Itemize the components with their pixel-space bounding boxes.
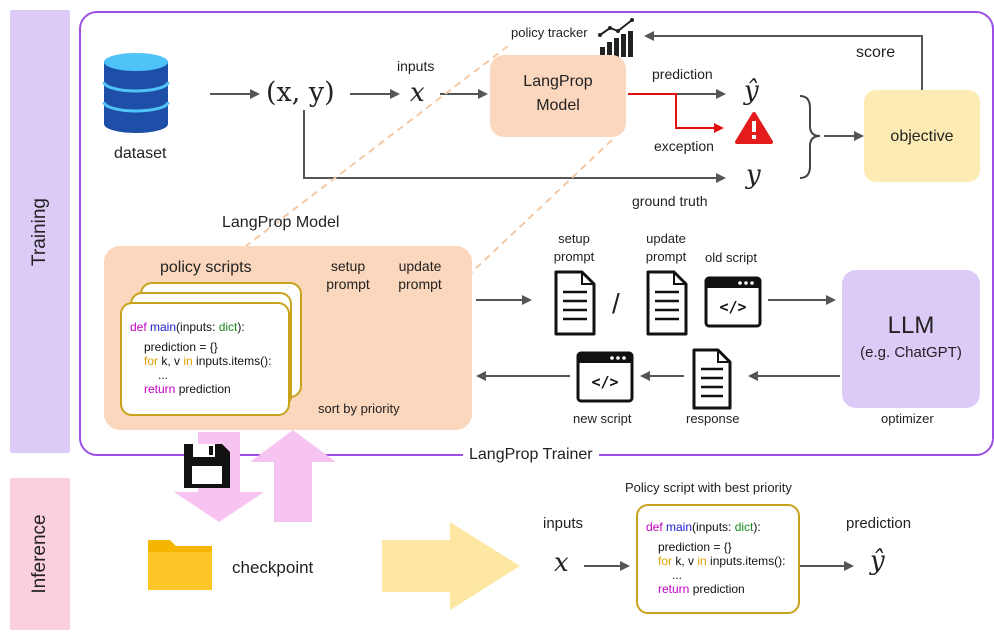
policy-scripts-label: policy scripts — [160, 259, 252, 276]
slash-label: / — [612, 288, 620, 319]
inference-yhat-symbol: ŷ — [870, 546, 885, 576]
load-up-arrow — [250, 430, 336, 522]
opt-setup-prompt-label: setup prompt — [553, 231, 595, 264]
inference-arrow — [382, 522, 520, 610]
inference-x-symbol: x — [554, 548, 569, 578]
arrow-score-tracker — [644, 31, 923, 90]
ground-truth-label: ground truth — [632, 193, 708, 209]
opt-update-prompt-doc-icon — [646, 270, 688, 336]
llm-label: LLM — [887, 312, 935, 339]
script-card-front: def main(inputs: dict): prediction = {} … — [120, 302, 290, 416]
best-code-line-3: for k, v in inputs.items(): — [658, 554, 786, 568]
save-floppy-icon — [184, 444, 230, 488]
prediction-label: prediction — [652, 66, 713, 82]
policy-tracker-chart-icon — [598, 18, 634, 57]
code-line-3: for k, v in inputs.items(): — [144, 354, 272, 368]
arrow-ground-truth — [303, 110, 726, 183]
objective-label: objective — [890, 128, 954, 145]
opt-setup-prompt-doc-icon — [554, 270, 596, 336]
policy-tracker-label: policy tracker — [511, 25, 588, 40]
code-line-2: prediction = {} — [144, 340, 218, 354]
xy-symbol: (x, y) — [266, 77, 335, 108]
code-line-5: return prediction — [144, 382, 231, 396]
checkpoint-label: checkpoint — [232, 558, 314, 577]
response-label: response — [686, 411, 740, 426]
inference-prediction-label: prediction — [846, 515, 912, 532]
svg-text:</>: </> — [591, 373, 618, 391]
svg-text:</>: </> — [719, 298, 746, 316]
exception-label: exception — [654, 138, 714, 154]
warning-icon — [735, 112, 773, 144]
response-doc-icon — [692, 348, 732, 410]
best-code-line-2: prediction = {} — [658, 540, 732, 554]
model-box-title: LangProp Model — [222, 214, 340, 231]
llm-node — [842, 270, 980, 408]
checkpoint-folder-icon — [148, 540, 212, 590]
llm-sub-label: (e.g. ChatGPT) — [860, 344, 962, 361]
best-script-card: def main(inputs: dict): prediction = {} … — [636, 504, 800, 614]
code-line-4: ... — [158, 368, 169, 382]
best-code-line-4: ... — [672, 568, 683, 582]
best-code-line-5: return prediction — [658, 582, 745, 596]
inputs-label: inputs — [397, 58, 435, 74]
trainer-label: LangProp Trainer — [463, 446, 599, 464]
sort-by-priority-label: sort by priority — [318, 401, 400, 416]
langprop-model-label: LangProp Model — [523, 73, 593, 114]
zoom-line-left — [245, 45, 509, 247]
optimizer-label: optimizer — [881, 411, 934, 426]
script-code: def main(inputs: dict): — [130, 320, 245, 334]
arrow-exception — [628, 93, 724, 133]
x-symbol: x — [410, 78, 425, 108]
database-icon — [102, 53, 170, 133]
new-script-label: new script — [573, 411, 632, 426]
brace — [799, 95, 821, 179]
score-label: score — [856, 44, 896, 61]
langprop-model-node — [490, 55, 626, 137]
training-band: Training — [10, 10, 70, 453]
objective-node — [864, 90, 980, 182]
opt-update-prompt-label: update prompt — [645, 231, 687, 264]
model-setup-prompt-label: setup prompt — [326, 258, 370, 292]
best-script-title: Policy script with best priority — [625, 480, 792, 495]
inference-inputs-label: inputs — [543, 515, 584, 532]
y-symbol: y — [746, 160, 761, 190]
old-script-label: old script — [705, 250, 758, 265]
new-script-code-icon: </> — [576, 351, 634, 403]
old-script-code-icon: </> — [704, 276, 762, 328]
inference-band: Inference — [10, 478, 70, 630]
yhat-symbol: ŷ — [744, 76, 759, 106]
best-code-line-1: def main(inputs: dict): — [646, 520, 761, 534]
model-update-prompt-label: update prompt — [398, 258, 442, 292]
dataset-label: dataset — [114, 145, 167, 162]
